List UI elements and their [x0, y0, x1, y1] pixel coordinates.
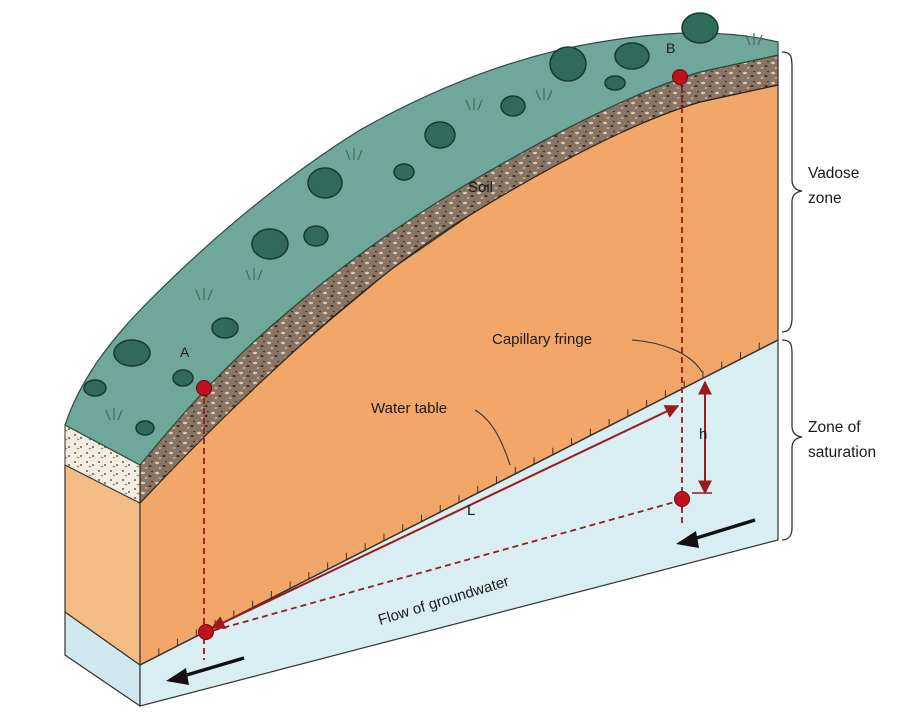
- point-b-label: B: [666, 40, 675, 56]
- flow-arrow-right: [689, 518, 756, 542]
- saturation-zone-label-line1: Zone of: [808, 419, 861, 436]
- point-a-marker: [196, 380, 212, 396]
- water-table-leader: [474, 409, 511, 466]
- vadose-zone-label-line2: zone: [808, 190, 842, 207]
- vegetation: [83, 12, 719, 436]
- vadose-zone-label-line1: Vadose: [808, 165, 859, 182]
- saturation-bracket: [781, 339, 803, 541]
- head-label: h: [699, 426, 707, 443]
- length-arrow: [210, 405, 680, 629]
- water-table-label: Water table: [371, 400, 447, 417]
- capillary-fringe-label: Capillary fringe: [492, 331, 592, 348]
- saturation-zone-label-line2: saturation: [808, 444, 876, 461]
- flow-arrowhead-left: [166, 668, 189, 685]
- flow-arrow-left: [179, 656, 245, 679]
- flow-arrowhead-right: [676, 531, 699, 548]
- point-a-label: A: [180, 344, 190, 360]
- vadose-bracket: [781, 51, 803, 333]
- water-table-point-b-marker: [674, 491, 690, 507]
- point-b-marker: [672, 69, 688, 85]
- grass-tufts: [105, 33, 763, 421]
- soil-label: Soil: [468, 179, 493, 196]
- water-table-point-a-marker: [198, 624, 214, 640]
- capillary-fringe-leader: [631, 339, 703, 373]
- length-label: L: [467, 502, 475, 519]
